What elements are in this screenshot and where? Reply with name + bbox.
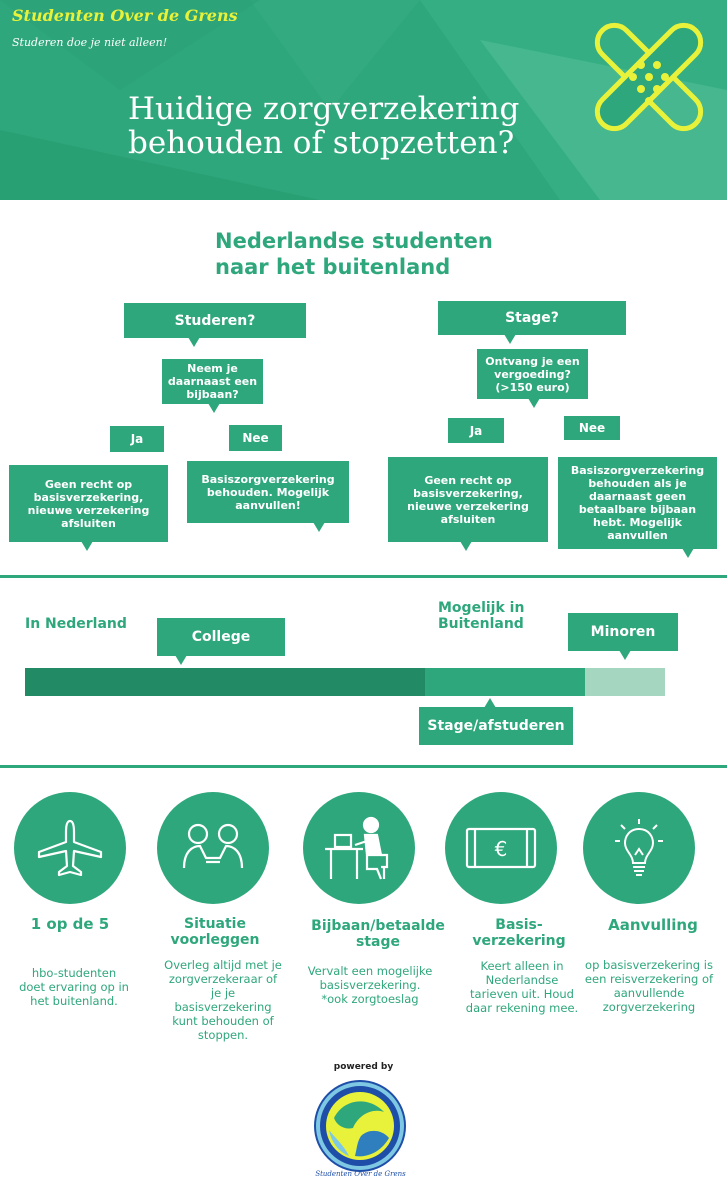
study-box: Studeren? <box>124 303 306 347</box>
study-yes-box: Ja <box>110 426 164 452</box>
college-box: College <box>157 618 285 665</box>
brand-name: Studenten Over de Grens <box>12 6 238 25</box>
timeline-in-nl-label: In Nederland <box>25 616 127 632</box>
tagline: Studeren doe je niet alleen! <box>12 36 168 49</box>
fact-title-1: 1 op de 5 <box>30 915 110 933</box>
powered-by-label: powered by <box>333 1062 394 1072</box>
internship-question: Ontvang je een vergoeding? (>150 euro) <box>485 354 580 394</box>
fact-circle-4: € <box>445 792 557 904</box>
study-question-box: Neem je daarnaast een bijbaan? <box>162 359 263 413</box>
stage-box: Stage/afstuderen <box>419 698 573 745</box>
fact-title-4: Basis-verzekering <box>472 917 566 949</box>
footer-logo-text: Studenten Over de Grens <box>315 1170 406 1178</box>
svg-text:€: € <box>495 837 508 861</box>
internship-label: Stage? <box>505 310 559 326</box>
internship-box: Stage? <box>438 301 626 344</box>
study-yes-result: Geen recht op basisverzekering, nieuwe v… <box>27 477 150 530</box>
globe-logo-icon <box>314 1080 406 1172</box>
fact-desc-4: Keert alleen in Nederlandse tarieven uit… <box>465 959 579 1015</box>
timeline-abroad-label: Mogelijk in Buitenland <box>438 600 525 632</box>
fact-circle-3 <box>303 792 415 904</box>
minoren-box: Minoren <box>568 613 678 660</box>
fact-desc-1: hbo-studenten doet ervaring op in het bu… <box>19 966 129 1008</box>
fact-title-3: Bijbaan/betaalde stage <box>311 918 445 950</box>
divider-2 <box>0 765 727 768</box>
internship-yes-box: Ja <box>448 418 504 443</box>
divider-1 <box>0 575 727 578</box>
page-title: Huidige zorgverzekering behouden of stop… <box>128 91 520 161</box>
airplane-icon <box>37 819 103 877</box>
section-title: Nederlandse studenten naar het buitenlan… <box>215 229 493 279</box>
timeline-bar-stage <box>425 668 585 696</box>
internship-no-label: Nee <box>578 421 606 435</box>
study-yes-label: Ja <box>130 432 144 446</box>
lightbulb-icon <box>615 819 663 876</box>
fact-title-5: Aanvulling <box>608 916 698 934</box>
people-talking-icon <box>182 823 244 869</box>
study-label: Studeren? <box>174 312 256 329</box>
fact-desc-2: Overleg altijd met je zorgverzekeraar of… <box>164 958 282 1042</box>
college-label: College <box>191 629 251 645</box>
study-yes-result-box: Geen recht op basisverzekering, nieuwe v… <box>9 465 168 551</box>
internship-no-box: Nee <box>564 416 620 440</box>
fact-desc-5: op basisverzekering is een reisverzekeri… <box>584 958 714 1014</box>
stage-label: Stage/afstuderen <box>427 718 565 734</box>
internship-yes-result-box: Geen recht op basisverzekering, nieuwe v… <box>388 457 548 551</box>
study-no-result: Basiszorgverzekering behouden. Mogelijk … <box>201 472 335 512</box>
fact-title-2: Situatie voorleggen <box>170 916 260 948</box>
timeline-bar-minoren <box>585 668 665 696</box>
study-no-box: Nee <box>229 425 282 451</box>
study-no-label: Nee <box>242 431 269 445</box>
euro-banknote-icon: € <box>465 827 537 869</box>
person-at-desk-icon <box>325 816 389 880</box>
study-no-result-box: Basiszorgverzekering behouden. Mogelijk … <box>187 461 349 532</box>
fact-circle-2 <box>157 792 269 904</box>
bandage-cross-icon <box>594 22 704 132</box>
timeline-bar-college <box>25 668 425 696</box>
fact-desc-3: Vervalt een mogelijke basisverzekering. … <box>307 964 433 1006</box>
internship-no-result: Basiszorgverzekering behouden als je daa… <box>570 464 705 542</box>
minoren-label: Minoren <box>590 624 656 640</box>
internship-yes-label: Ja <box>469 423 483 438</box>
fact-circle-5 <box>583 792 695 904</box>
study-question: Neem je daarnaast een bijbaan? <box>167 362 258 401</box>
internship-yes-result: Geen recht op basisverzekering, nieuwe v… <box>407 473 529 526</box>
fact-circle-1 <box>14 792 126 904</box>
internship-question-box: Ontvang je een vergoeding? (>150 euro) <box>477 349 588 408</box>
header-banner: Studenten Over de Grens Studeren doe je … <box>0 0 727 200</box>
internship-no-result-box: Basiszorgverzekering behouden als je daa… <box>558 457 717 558</box>
